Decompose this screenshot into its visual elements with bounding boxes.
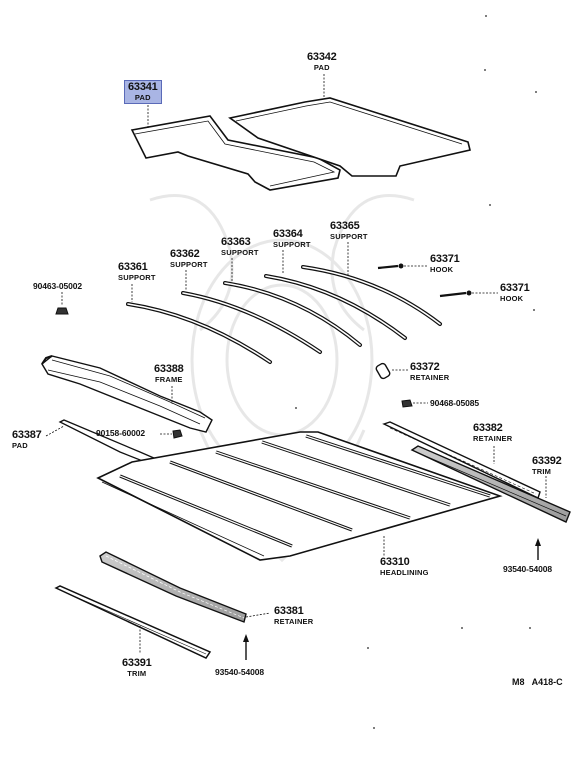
part-number: 63371 [500, 282, 530, 294]
part-name: SUPPORT [170, 260, 208, 269]
screw-93540-right-part [535, 538, 541, 560]
part-number: 63381 [274, 605, 304, 617]
headlining-63310-part [96, 431, 503, 561]
part-name: PAD [12, 441, 28, 450]
pad-63341-shape [130, 115, 341, 191]
part-name: SUPPORT [118, 273, 156, 282]
part-number: 63388 [154, 363, 184, 375]
part-name: HEADLINING [380, 568, 429, 577]
part-number: 63341 [128, 81, 158, 93]
clip-90468-part [401, 399, 428, 408]
part-name: PAD [313, 63, 330, 72]
part-name: TRIM [532, 467, 552, 476]
hook-63371-b-part [439, 290, 498, 298]
label-retainer-63382: 63382 RETAINER [473, 423, 512, 443]
part-number: 63372 [410, 361, 440, 373]
label-support-63363: 63363 SUPPORT [221, 237, 259, 257]
clip-90158-part [160, 429, 183, 439]
part-number: 63387 [12, 429, 42, 441]
part-name: PAD [134, 93, 151, 102]
label-pad-63341: 63341 PAD [124, 80, 162, 104]
code-clip-90468: 90468-05085 [430, 398, 480, 408]
label-headlining-63310: 63310 HEADLINING [380, 557, 429, 577]
part-name: FRAME [154, 375, 183, 384]
part-number: 63382 [473, 422, 503, 434]
label-support-63362: 63362 SUPPORT [170, 249, 208, 269]
part-name: RETAINER [410, 373, 450, 382]
label-hook-63371-b: 63371 HOOK [500, 283, 530, 303]
label-retainer-63381: 63381 RETAINER [274, 606, 313, 626]
part-name: SUPPORT [221, 248, 259, 257]
support-63364-rod [264, 274, 407, 340]
scan-specks [295, 15, 537, 729]
hook-63371-a-part [377, 263, 428, 270]
part-name: SUPPORT [330, 232, 368, 241]
part-number: 63364 [273, 228, 303, 240]
part-number: 63391 [122, 657, 152, 669]
label-pad-63387: 63387 PAD [12, 430, 42, 450]
support-leaders [131, 242, 349, 302]
part-number: 63363 [221, 236, 251, 248]
retainer-63381-part [99, 551, 271, 623]
part-number: 63362 [170, 248, 200, 260]
part-name: RETAINER [274, 617, 314, 626]
support-63361-rod [126, 302, 272, 364]
code-screw-93540-bottom: 93540-54008 [215, 667, 265, 677]
part-name: HOOK [430, 265, 454, 274]
trim-63392-part [410, 445, 571, 523]
label-hook-63371-a: 63371 HOOK [430, 254, 460, 274]
code-clip-90158: 90158-60002 [96, 428, 146, 438]
part-name: SUPPORT [273, 240, 311, 249]
support-63363-rod [223, 281, 362, 347]
part-name: RETAINER [473, 434, 513, 443]
label-support-63365: 63365 SUPPORT [330, 221, 368, 241]
highlight-63341: 63341 PAD [124, 80, 162, 104]
support-63365-rod [301, 265, 442, 326]
label-support-63361: 63361 SUPPORT [118, 262, 156, 282]
clip-90463-part [55, 292, 69, 315]
part-number: 63310 [380, 556, 410, 568]
screw-93540-bottom-part [243, 634, 249, 660]
part-number: 63342 [307, 51, 337, 63]
part-number: 63371 [430, 253, 460, 265]
code-screw-93540-right: 93540-54008 [503, 564, 553, 574]
part-name: TRIM [127, 669, 147, 678]
part-number: 63392 [532, 455, 562, 467]
label-support-63364: 63364 SUPPORT [273, 229, 311, 249]
support-rods [126, 265, 442, 364]
label-frame-63388: 63388 FRAME [154, 364, 184, 384]
label-trim-63391: 63391 TRIM [122, 658, 152, 678]
code-clip-90463: 90463-05002 [33, 281, 83, 291]
part-number: 63365 [330, 220, 360, 232]
drawing-reference: M8 A418-C [512, 677, 563, 687]
part-number: 63361 [118, 261, 148, 273]
frame-63388-part [41, 355, 213, 433]
support-63362-rod [181, 291, 322, 354]
trim-63391-part [54, 585, 212, 659]
part-name: HOOK [500, 294, 524, 303]
label-trim-63392: 63392 TRIM [532, 456, 562, 476]
retainer-63382-part [382, 421, 541, 499]
pad-63342-shape [228, 97, 471, 177]
label-pad-63342: 63342 PAD [307, 52, 337, 72]
retainer-63372-part [375, 362, 408, 380]
label-retainer-63372: 63372 RETAINER [410, 362, 449, 382]
